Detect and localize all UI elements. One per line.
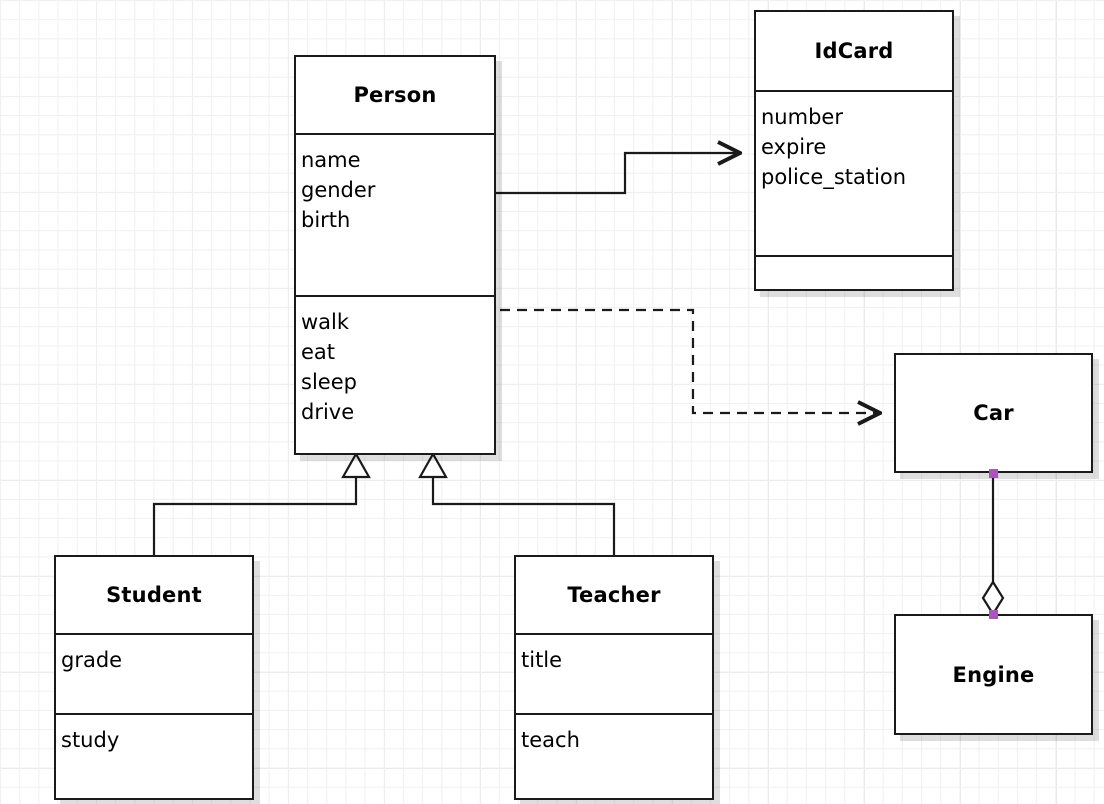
edge-person-idcard[interactable]	[496, 153, 740, 195]
class-methods-teacher[interactable]: teach	[516, 713, 712, 798]
class-methods-idcard[interactable]	[756, 255, 952, 289]
class-title-teacher: Teacher	[567, 583, 661, 607]
class-attributes-student[interactable]: grade	[56, 633, 252, 713]
method-item: study	[61, 728, 120, 752]
edge-student-person[interactable]	[152, 451, 371, 555]
attribute-item: number	[761, 105, 843, 129]
edge-car-engine[interactable]	[981, 473, 1005, 617]
edge-teacher-person[interactable]	[418, 451, 616, 555]
class-attributes-person[interactable]: name gender birth	[296, 133, 494, 295]
connector-handle-engine[interactable]	[989, 610, 998, 619]
connector-handle-car[interactable]	[989, 469, 998, 478]
method-item: teach	[521, 728, 580, 752]
class-attributes-teacher[interactable]: title	[516, 633, 712, 713]
edge-person-car[interactable]	[500, 308, 880, 413]
class-box-engine[interactable]: Engine	[894, 614, 1093, 735]
class-title-engine: Engine	[952, 662, 1035, 687]
attribute-item: title	[521, 648, 563, 672]
attribute-item: birth	[301, 208, 351, 232]
class-box-person[interactable]: Person name gender birth walk eat sleep …	[294, 55, 496, 455]
attribute-item: grade	[61, 648, 123, 672]
class-box-idcard[interactable]: IdCard number expire police_station	[754, 10, 954, 291]
class-title-car: Car	[973, 401, 1014, 425]
method-item: drive	[301, 400, 355, 424]
attribute-item: gender	[301, 178, 376, 202]
class-title-student: Student	[106, 583, 202, 607]
class-attributes-idcard[interactable]: number expire police_station	[756, 90, 952, 255]
method-item: eat	[301, 340, 336, 364]
method-item: walk	[301, 310, 350, 334]
class-title-idcard: IdCard	[814, 39, 894, 63]
method-item: sleep	[301, 370, 357, 394]
attribute-item: expire	[761, 135, 827, 159]
class-box-car[interactable]: Car	[894, 353, 1093, 473]
class-methods-student[interactable]: study	[56, 713, 252, 798]
attribute-item: police_station	[761, 165, 907, 189]
class-methods-person[interactable]: walk eat sleep drive	[296, 295, 494, 453]
class-box-teacher[interactable]: Teacher title teach	[514, 555, 714, 800]
attribute-item: name	[301, 148, 361, 172]
class-box-student[interactable]: Student grade study	[54, 555, 254, 800]
class-title-person: Person	[353, 83, 437, 107]
